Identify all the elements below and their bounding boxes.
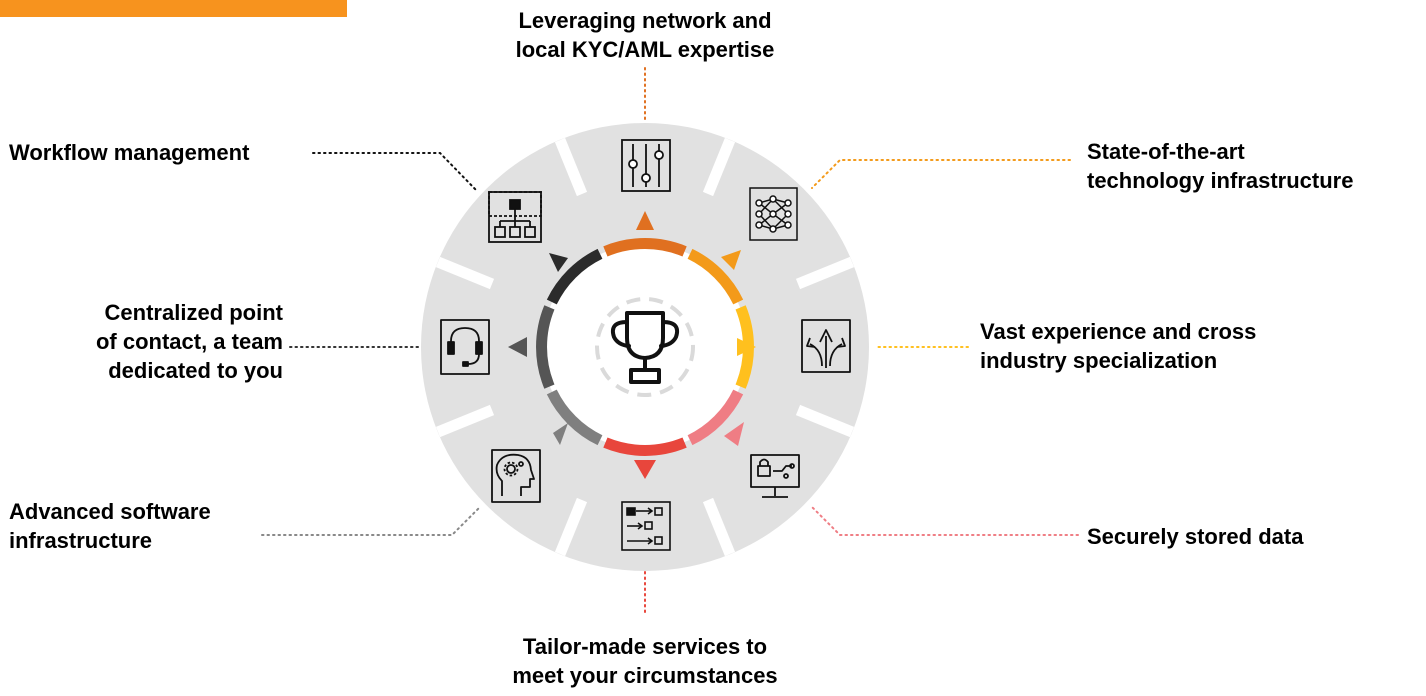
label-technology-line2: technology infrastructure	[1087, 168, 1354, 193]
label-tailor: Tailor-made services to meet your circum…	[470, 632, 820, 690]
ring-arrow-workflow	[549, 253, 568, 272]
label-technology-line1: State-of-the-art	[1087, 139, 1245, 164]
ring-arrow-software	[553, 423, 568, 445]
label-contact-line1: Centralized point	[104, 300, 283, 325]
connector-software	[261, 506, 481, 536]
ring-arrow-secure	[724, 422, 744, 446]
label-software-line2: infrastructure	[9, 528, 153, 553]
ring-arrow-experience	[737, 338, 756, 356]
ring-arc-technology	[687, 248, 744, 305]
diverging-arrows-icon	[801, 319, 851, 373]
headset-icon	[440, 319, 490, 375]
neural-network-icon	[749, 187, 798, 241]
label-software-line1: Advanced software	[9, 499, 211, 524]
ring-arc-leverage	[603, 238, 687, 257]
head-gears-icon	[491, 449, 541, 503]
label-software: Advanced software infrastructure	[9, 497, 211, 555]
connector-workflow	[312, 152, 477, 191]
trophy-icon	[610, 311, 680, 384]
label-leverage: Leveraging network and local KYC/AML exp…	[470, 6, 820, 64]
org-chart-icon	[488, 191, 542, 243]
secure-monitor-icon	[750, 454, 800, 498]
ring-arc-contact	[536, 305, 555, 389]
ring-arc-workflow	[546, 248, 603, 305]
label-experience-line2: industry specialization	[980, 348, 1218, 373]
ring-arc-software	[546, 389, 603, 446]
label-workflow: Workflow management	[9, 138, 249, 167]
label-contact: Centralized point of contact, a team ded…	[0, 298, 283, 385]
process-flow-icon	[621, 501, 671, 551]
label-technology: State-of-the-art technology infrastructu…	[1087, 137, 1353, 195]
label-experience-line1: Vast experience and cross	[980, 319, 1257, 344]
sliders-icon	[621, 139, 671, 192]
label-experience: Vast experience and cross industry speci…	[980, 317, 1256, 375]
accent-bar	[0, 0, 347, 17]
label-leverage-line2: local KYC/AML expertise	[515, 37, 775, 62]
label-tailor-line2: meet your circumstances	[512, 663, 778, 688]
label-contact-line2: of contact, a team	[95, 329, 283, 354]
label-secure-line1: Securely stored data	[1087, 524, 1304, 549]
connector-secure	[811, 506, 1079, 536]
label-leverage-line1: Leveraging network and	[518, 8, 772, 33]
ring-arrow-technology	[721, 250, 741, 270]
ring-arrow-leverage	[636, 211, 654, 230]
wheel-inner-circle	[542, 244, 748, 450]
wheel-separators	[435, 137, 855, 557]
ring-arrow-tailor	[634, 460, 656, 479]
center-dashed-ring	[595, 297, 695, 397]
connector-technology	[811, 159, 1071, 189]
ring-arc-tailor	[603, 437, 687, 456]
label-tailor-line1: Tailor-made services to	[522, 634, 768, 659]
ring-arrow-contact	[508, 337, 527, 357]
label-secure: Securely stored data	[1087, 522, 1303, 551]
label-contact-line3: dedicated to you	[108, 358, 283, 383]
label-workflow-line1: Workflow management	[9, 140, 250, 165]
ring-arc-secure	[687, 389, 744, 446]
